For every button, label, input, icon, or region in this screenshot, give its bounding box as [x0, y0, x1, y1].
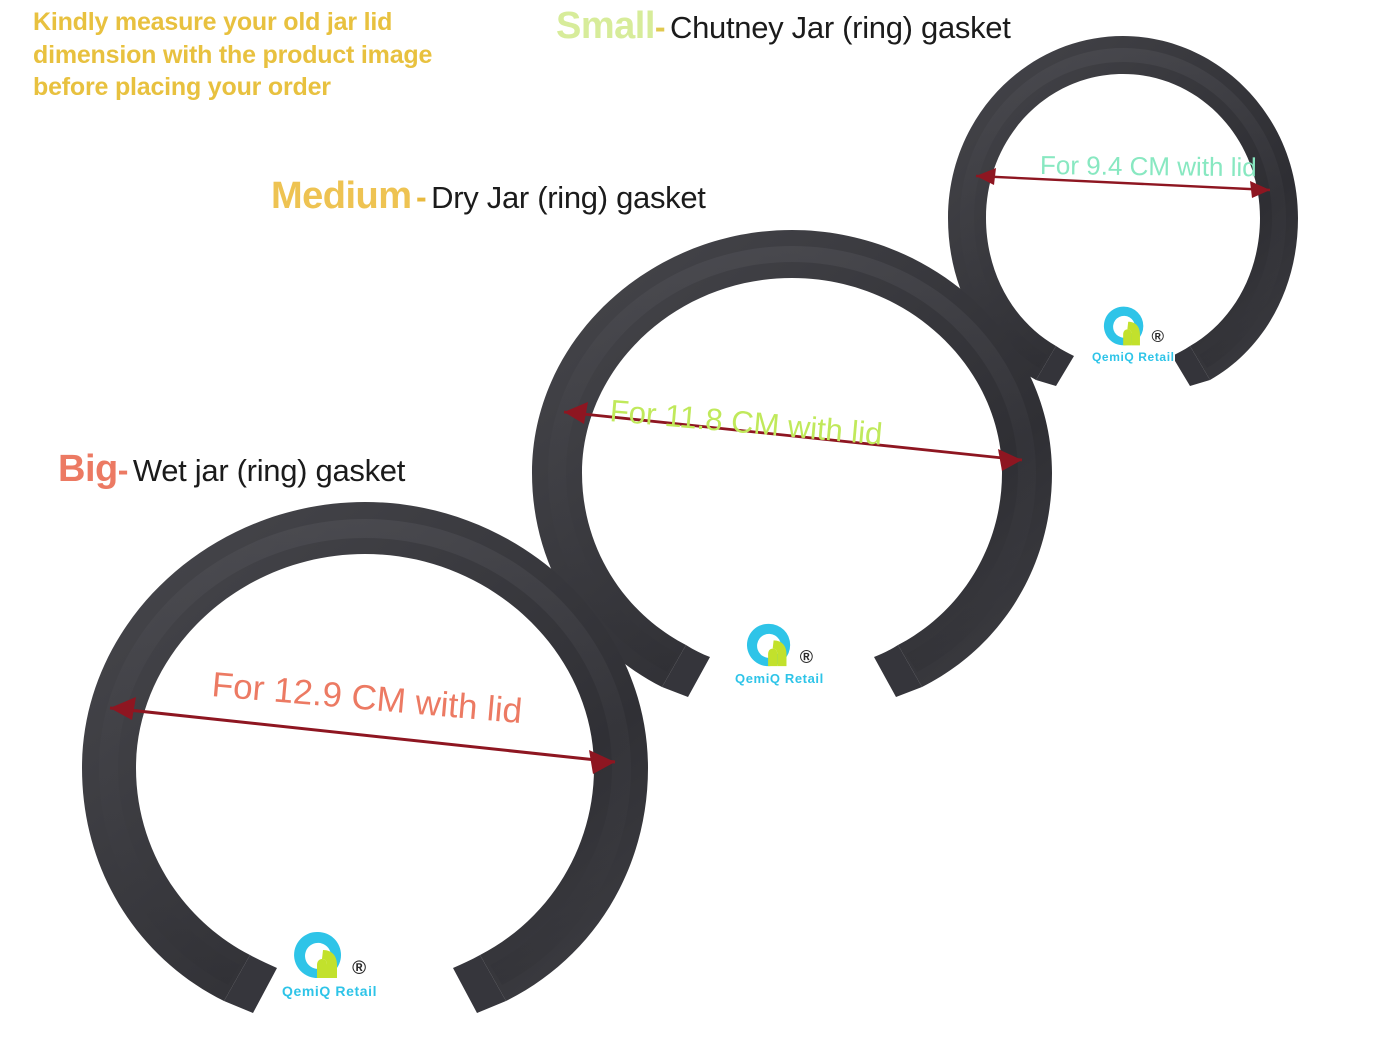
measure-advisory-note: Kindly measure your old jar lid dimensio… — [33, 8, 433, 101]
description-small: Chutney Jar (ring) gasket — [670, 10, 1011, 45]
measure-arrow-big — [109, 697, 616, 774]
ring-medium-end-right — [874, 645, 922, 697]
ring-big-end-right — [453, 955, 506, 1013]
ring-big-svg — [82, 502, 648, 1013]
dash-big: - — [117, 452, 129, 488]
heading-medium: Medium - Dry Jar (ring) gasket — [271, 177, 706, 215]
gasket-ring-small — [938, 28, 1308, 403]
ring-medium-svg — [532, 230, 1052, 697]
description-big: Wet jar (ring) gasket — [132, 453, 406, 488]
size-label-medium: Medium — [271, 175, 412, 217]
ring-small-end-right — [1172, 346, 1210, 386]
ring-big-end-left — [224, 955, 277, 1013]
measure-arrow-small — [975, 168, 1271, 198]
size-label-small: Small — [556, 5, 655, 47]
ring-small-end-left — [1036, 346, 1074, 386]
heading-big: Big- Wet jar (ring) gasket — [58, 450, 405, 488]
gasket-ring-medium — [520, 220, 1065, 720]
ring-small-svg — [948, 36, 1298, 386]
size-label-big: Big — [58, 448, 118, 490]
dash-medium: - — [416, 179, 427, 215]
gasket-ring-big — [70, 492, 660, 1037]
heading-small: Small- Chutney Jar (ring) gasket — [556, 7, 1011, 45]
dash-small: - — [654, 9, 666, 45]
ring-medium-end-left — [662, 645, 710, 697]
description-medium: Dry Jar (ring) gasket — [431, 180, 706, 215]
measure-arrow-medium — [563, 402, 1023, 471]
